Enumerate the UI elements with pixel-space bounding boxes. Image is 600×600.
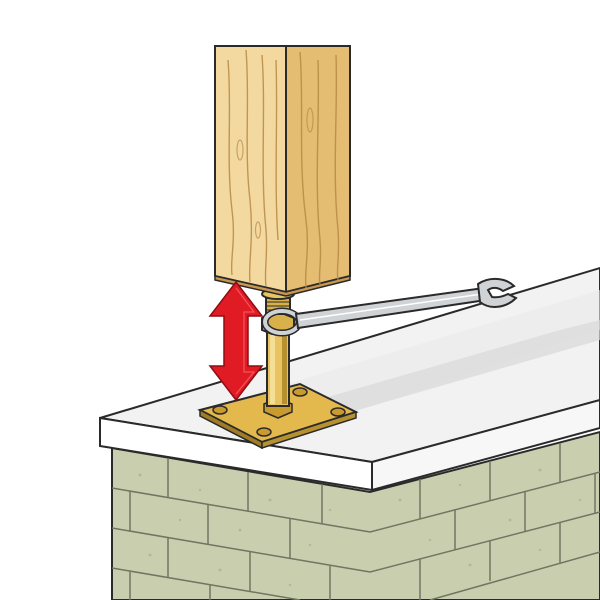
- wooden-post: [214, 45, 351, 297]
- plate-bolts: [212, 387, 346, 437]
- base-plate: [197, 382, 359, 450]
- brick-wall: [111, 430, 600, 600]
- double-vertical-arrow-icon: [208, 280, 264, 402]
- adjustable-support-tube: [261, 288, 295, 407]
- wrench-icon: [261, 278, 518, 337]
- post-shadow: [300, 320, 600, 418]
